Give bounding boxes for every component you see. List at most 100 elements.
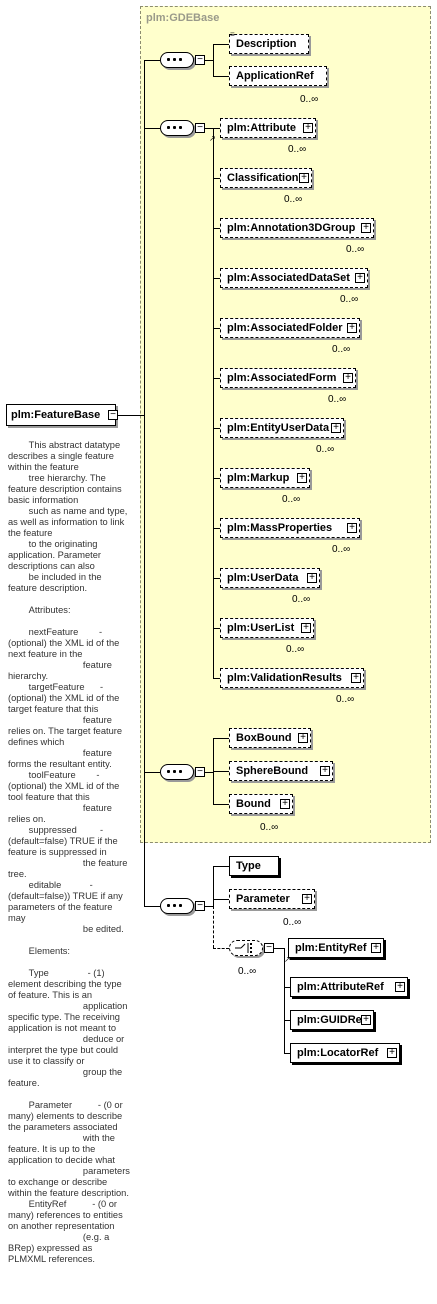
root-element[interactable]: plm:FeatureBase bbox=[6, 404, 116, 426]
expand-icon[interactable]: + bbox=[361, 223, 371, 233]
group1-stub bbox=[205, 60, 213, 61]
expand-icon[interactable]: + bbox=[299, 173, 309, 183]
expand-icon[interactable]: + bbox=[387, 1048, 397, 1058]
group2-branch-item bbox=[213, 378, 220, 379]
base-type-title: plm:GDEBase bbox=[146, 12, 220, 24]
multiplicity: 0..∞ bbox=[346, 244, 365, 255]
element-parameter[interactable]: Parameter + bbox=[229, 889, 315, 909]
element-label: Parameter bbox=[236, 893, 290, 905]
element-associated-form[interactable]: plm:AssociatedForm + bbox=[220, 368, 356, 388]
documentation-text: This abstract datatype describes a singl… bbox=[8, 440, 130, 1264]
element-label: plm:Attribute bbox=[227, 122, 297, 134]
root-element-label: plm:FeatureBase bbox=[11, 409, 101, 421]
group2-branch-item bbox=[213, 178, 220, 179]
sequence-compositor-1[interactable] bbox=[160, 52, 194, 68]
element-label: plm:AssociatedForm bbox=[227, 372, 337, 384]
expand-icon[interactable]: + bbox=[320, 766, 330, 776]
expand-icon[interactable]: + bbox=[343, 373, 353, 383]
element-markup[interactable]: plm:Markup + bbox=[220, 468, 310, 488]
group2-branch-item bbox=[213, 428, 220, 429]
group2-collapse-icon[interactable]: − bbox=[195, 123, 205, 133]
expand-icon[interactable]: + bbox=[347, 523, 357, 533]
element-application-ref[interactable]: ApplicationRef bbox=[229, 66, 327, 86]
group2-connector bbox=[144, 128, 160, 129]
multiplicity: 0..∞ bbox=[288, 144, 307, 155]
group2-branch-item bbox=[213, 478, 220, 479]
expand-icon[interactable]: + bbox=[395, 982, 405, 992]
group2-branch-item bbox=[213, 628, 220, 629]
multiplicity: 0..∞ bbox=[332, 544, 351, 555]
element-validation-results[interactable]: plm:ValidationResults + bbox=[220, 668, 364, 688]
element-label: plm:UserList bbox=[227, 622, 295, 634]
element-bound[interactable]: Bound + bbox=[229, 794, 293, 814]
multiplicity: 0..∞ bbox=[316, 444, 335, 455]
element-label: ApplicationRef bbox=[236, 70, 314, 82]
multiplicity: 0..∞ bbox=[292, 594, 311, 605]
expand-icon[interactable]: + bbox=[307, 573, 317, 583]
choice-branch-b bbox=[284, 1020, 290, 1021]
element-label: plm:MassProperties bbox=[227, 522, 333, 534]
element-label: SphereBound bbox=[236, 765, 309, 777]
element-sphere-bound[interactable]: SphereBound + bbox=[229, 761, 333, 781]
element-attribute-ref[interactable]: plm:AttributeRef + bbox=[290, 977, 408, 997]
choice-compositor[interactable] bbox=[229, 940, 263, 956]
group2-branch-item bbox=[213, 328, 220, 329]
element-description[interactable]: Description bbox=[229, 34, 309, 54]
element-user-list[interactable]: plm:UserList + bbox=[220, 618, 314, 638]
expand-icon[interactable]: + bbox=[351, 673, 361, 683]
element-user-data[interactable]: plm:UserData+ bbox=[220, 568, 320, 588]
element-box-bound[interactable]: BoxBound + bbox=[229, 728, 311, 748]
sequence-compositor-2[interactable] bbox=[160, 120, 194, 136]
root-collapse-icon[interactable]: − bbox=[108, 410, 118, 420]
expand-icon[interactable]: + bbox=[297, 473, 307, 483]
documentation-icon: ≡ bbox=[230, 30, 235, 39]
element-label: Bound bbox=[236, 798, 271, 810]
expand-icon[interactable]: + bbox=[280, 799, 290, 809]
group1-branch bbox=[213, 44, 214, 76]
choice-icon bbox=[235, 943, 252, 953]
reference-arrow-icon: ↗ bbox=[284, 955, 291, 964]
choice-collapse-icon[interactable]: − bbox=[264, 943, 274, 953]
expand-icon[interactable]: + bbox=[355, 273, 365, 283]
expand-icon[interactable]: + bbox=[303, 123, 313, 133]
element-guid-ref[interactable]: plm:GUIDRef + bbox=[290, 1010, 374, 1030]
element-type[interactable]: Type bbox=[229, 856, 279, 876]
expand-icon[interactable]: + bbox=[361, 1015, 371, 1025]
element-label: Classification bbox=[227, 172, 299, 184]
element-label: Description bbox=[236, 38, 297, 50]
multiplicity: 0..∞ bbox=[260, 822, 279, 833]
expand-icon[interactable]: + bbox=[298, 733, 308, 743]
group3-collapse-icon[interactable]: − bbox=[195, 767, 205, 777]
element-label: plm:GUIDRef bbox=[297, 1014, 366, 1026]
element-label: BoxBound bbox=[236, 732, 292, 744]
expand-icon[interactable]: + bbox=[331, 423, 341, 433]
element-label: plm:AssociatedFolder bbox=[227, 322, 343, 334]
element-entity-user-data[interactable]: plm:EntityUserData+ bbox=[220, 418, 344, 438]
group4-branch-dashed bbox=[213, 906, 214, 948]
element-label: plm:Markup bbox=[227, 472, 290, 484]
sequence-compositor-3[interactable] bbox=[160, 764, 194, 780]
expand-icon[interactable]: + bbox=[302, 894, 312, 904]
sequence-compositor-4[interactable] bbox=[160, 898, 194, 914]
group1-connector bbox=[144, 60, 160, 61]
element-attribute[interactable]: plm:Attribute + bbox=[220, 118, 316, 138]
group4-branch-a bbox=[213, 866, 229, 867]
element-locator-ref[interactable]: plm:LocatorRef + bbox=[290, 1043, 400, 1063]
element-mass-properties[interactable]: plm:MassProperties + bbox=[220, 518, 360, 538]
element-entity-ref[interactable]: plm:EntityRef + bbox=[288, 938, 384, 958]
element-associated-folder[interactable]: plm:AssociatedFolder + bbox=[220, 318, 360, 338]
element-label: plm:ValidationResults bbox=[227, 672, 342, 684]
multiplicity: 0..∞ bbox=[282, 494, 301, 505]
multiplicity: 0..∞ bbox=[284, 194, 303, 205]
element-classification[interactable]: Classification+ bbox=[220, 168, 312, 188]
expand-icon[interactable]: + bbox=[301, 623, 311, 633]
expand-icon[interactable]: + bbox=[347, 323, 357, 333]
multiplicity: 0..∞ bbox=[332, 344, 351, 355]
element-annotation-3dgroup[interactable]: plm:Annotation3DGroup+ bbox=[220, 218, 374, 238]
element-associated-data-set[interactable]: plm:AssociatedDataSet+ bbox=[220, 268, 368, 288]
group2-branch-item bbox=[213, 128, 220, 129]
reference-arrow-icon: ↗ bbox=[209, 134, 216, 143]
group4-collapse-icon[interactable]: − bbox=[195, 901, 205, 911]
group1-collapse-icon[interactable]: − bbox=[195, 55, 205, 65]
expand-icon[interactable]: + bbox=[371, 943, 381, 953]
